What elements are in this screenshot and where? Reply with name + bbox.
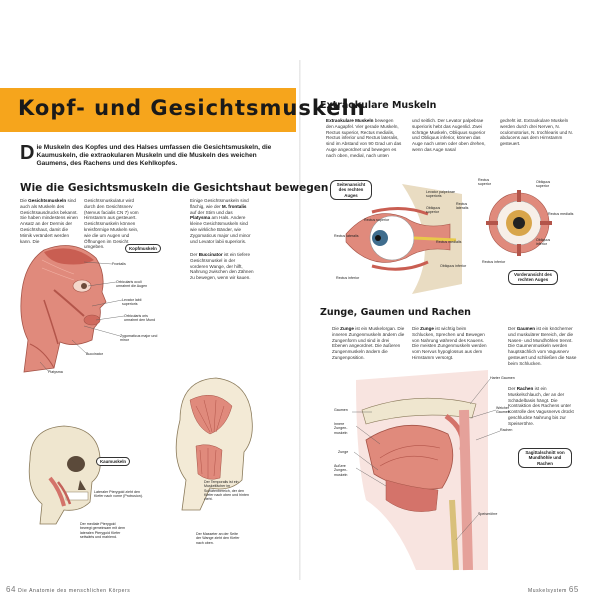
tongue-text-col-4: Der Rachen ist ein Muskelschlauch, der a… [508,386,574,426]
label-medial-pterygoid: Der mediale Pterygoid bewegt gemeinsam m… [80,522,125,539]
label-lateral-pterygoid: Lateraler Pterygoid zieht den Kiefer nac… [94,490,143,499]
section-title-facial: Wie die Gesichtsmuskeln die Gesichtshaut… [20,182,329,194]
label-obliquus-superior-side: Obliquus superior [426,206,441,215]
label-innere-zungenmuskeln: Innere Zungen-muskeln [334,422,348,435]
footer-left: 64 Die Anatomie des menschlichen Körpers [6,585,130,594]
eye-front-view-illustration [486,190,552,256]
label-levator-labii: Levator labii superioris [122,298,142,307]
page-number-right: 65 [568,585,579,594]
sagittal-section-illustration [356,370,488,571]
tongue-text-col-3: Der Gaumen ist ein knöcherner und muskul… [508,326,577,366]
label-box-side-eye: Seitenansicht des rechten Auges [330,180,372,201]
masseter-head-illustration [175,377,253,511]
head-leader-lines [39,261,125,372]
label-orbicularis-oculi: Orbicularis oculi umrahmt die Augen [116,280,148,289]
eye-side-view-illustration [345,184,462,294]
text-col-4: Der Buccinator ist ein tiefere Gesichtsm… [190,252,254,281]
page-title: Kopf- und Gesichtsmuskeln [18,96,366,120]
eye-text-col-2: und seitlich. Der Levator palpebrae supe… [412,118,486,152]
label-orbicularis-oris: Orbicularis oris umrahmt den Mund [124,314,156,323]
label-box-kaumuskeln: Kaumuskeln [96,457,131,467]
label-temporalis: Der Temporalis ist ein Muskelfächer im S… [204,480,249,502]
eye-text-col-3: gedreht ist. Extraokulare Muskeln werden… [500,118,574,147]
label-front-rectus-superior: Rectus superior [478,178,491,187]
eye-text-col-1: Extraokulare Muskeln bewegen den Augapfe… [326,118,402,158]
label-rectus-inferior-side: Rectus inferior [336,276,360,280]
label-rectus-lateralis-side: Rectus lateralis [334,234,359,238]
label-zygomaticus: Zygomaticus major und minor [120,334,158,343]
intro-dropcap: D [20,142,35,164]
text-col-3: Einige Gesichtsmuskeln sind flächig, wie… [190,198,251,244]
label-front-obliquus-inferior: Obliquus inferior [536,238,551,247]
label-box-sagittal: Sagittalschnitt von Mundhöhle und Rachen [518,448,572,469]
tongue-text-col-2: Die Zunge ist wichtig beim Schlucken, Sp… [412,326,487,360]
label-weicher-gaumen: Weicher Gaumen [496,406,510,415]
label-speiseroehre: Speiseröhre [478,512,498,516]
label-front-obliquus-superior: Obliquus superior [536,180,551,189]
page-gutter [299,60,301,580]
page-number-left: 64 [6,585,17,594]
tongue-text-col-1: Die Zunge ist ein Muskelorgan. Die inner… [332,326,405,360]
footer-right: Muskelsystem 65 [528,585,579,594]
text-col-1: Die Gesichtsmuskeln sind auch als Muskel… [20,198,78,244]
label-rachen: Rachen [500,428,513,432]
skull-illustration [28,425,101,525]
label-front-rectus-lateralis: Rectus lateralis [456,202,469,211]
label-zunge: Zunge [338,450,349,454]
label-rectus-superior-side: Rectus superior [364,218,390,222]
intro-text: ie Muskeln des Kopfes und des Halses umf… [36,144,272,168]
text-col-2: Gesichtsmuskulatur wird durch den Gesich… [84,198,139,250]
label-front-rectus-inferior: Rectus inferior [482,260,506,264]
label-harter-gaumen: Harter Gaumen [490,376,515,380]
label-aeussere-zungenmuskeln: Äußere Zungen-muskeln [334,464,348,477]
footer-chapter-title: Muskelsystem [528,588,567,594]
label-obliquus-inferior-side: Obliquus inferior [440,264,467,268]
label-box-kopfmuskeln: Kopfmuskeln [125,244,161,254]
footer-book-title: Die Anatomie des menschlichen Körpers [18,588,131,594]
label-masseter: Der Masseter an der Seite der Wange zieh… [196,532,240,545]
label-buccinator: Buccinator [86,352,103,356]
label-frontalis: Frontalis [112,262,126,266]
label-platysma: Platysma [48,370,63,374]
section-title-tongue: Zunge, Gaumen und Rachen [320,307,471,318]
label-box-front-eye: Vorderansicht des rechten Auges [508,270,558,285]
label-front-rectus-medialis: Rectus medialis [548,212,574,216]
head-muscles-illustration [20,245,107,373]
section-title-eye: Extraokulare Muskeln [320,100,437,111]
label-levator-palpebrae: Levator palpebrae superioris [426,190,455,199]
title-banner [0,88,296,132]
label-gaumen: Gaumen [334,408,348,412]
label-rectus-medialis-side: Rectus medialis [436,240,462,244]
